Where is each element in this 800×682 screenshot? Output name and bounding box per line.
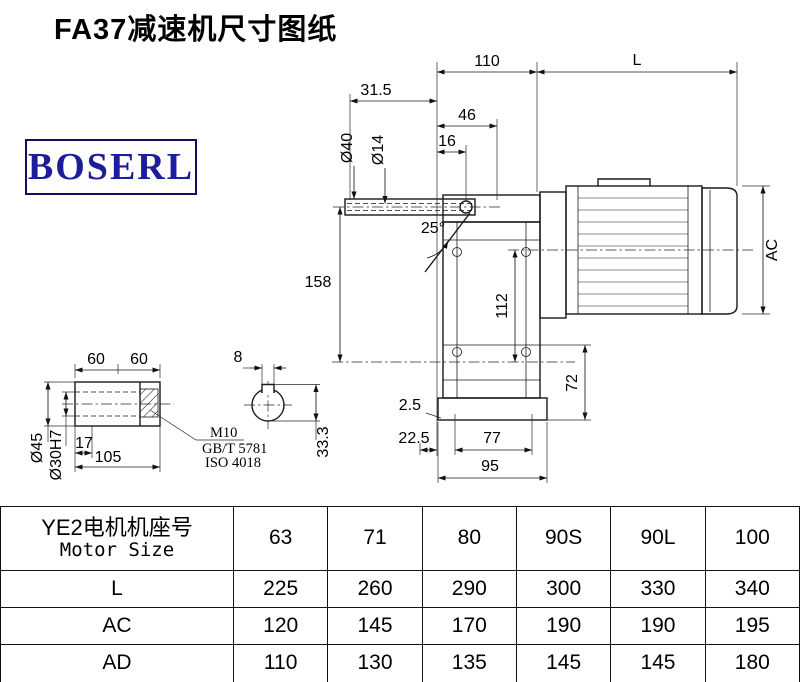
shaft-section-view: 8 33.3 (234, 349, 332, 458)
motor-size-header-cn: YE2电机机座号 (41, 514, 193, 540)
table-cell: 260 (327, 570, 423, 608)
page-title: FA37减速机尺寸图纸 (54, 14, 338, 46)
table-cell: 340 (704, 570, 800, 608)
dim-110-label: 110 (474, 53, 500, 70)
dim-17-label: 17 (75, 435, 93, 452)
dim-33-3-label: 33.3 (315, 426, 332, 457)
table-cell: 330 (610, 570, 706, 608)
table-cell: 145 (515, 644, 612, 682)
table-cell: 120 (232, 607, 329, 645)
boserl-logo: BOSERL (25, 139, 197, 195)
dim-60-left-label: 60 (87, 351, 105, 368)
table-cell: 195 (704, 607, 800, 645)
motor-size-90L: 90L (610, 506, 706, 571)
motor-size-63: 63 (232, 506, 329, 571)
row-label-AC: AC (0, 607, 234, 645)
centerlines (332, 206, 756, 363)
dim-dia30H7-label: Ø30H7 (48, 430, 65, 481)
table-cell: 300 (515, 570, 612, 608)
gearbox-housing (424, 194, 548, 421)
dim-L-label: L (633, 52, 642, 69)
dim-112-label: 112 (494, 293, 511, 319)
main-view-dimensions: 110 L 31.5 46 16 Ø40 Ø14 25° 158 1 (305, 52, 781, 483)
dim-AC-label: AC (764, 239, 781, 261)
table-cell: 225 (232, 570, 329, 608)
table-cell: 180 (704, 644, 800, 682)
motor-size-90S: 90S (515, 506, 612, 571)
dim-22-5-label: 22.5 (398, 430, 429, 447)
dim-16-label: 16 (438, 133, 456, 150)
row-label-L: L (0, 570, 234, 608)
table-row-L: L 225 260 290 300 330 340 (0, 570, 800, 608)
dim-60-right-label: 60 (130, 351, 148, 368)
table-cell: 135 (421, 644, 517, 682)
dim-dia14-label: Ø14 (370, 135, 387, 165)
motor-size-80: 80 (421, 506, 517, 571)
table-row-AC: AC 120 145 170 190 190 195 (0, 607, 800, 645)
dim-72-label: 72 (564, 374, 581, 392)
motor-size-71: 71 (327, 506, 423, 571)
table-cell: 145 (610, 644, 706, 682)
note-M10-label: M10 (210, 425, 237, 441)
dim-95-label: 95 (481, 458, 499, 475)
dim-25deg-label: 25° (421, 220, 445, 237)
table-cell: 190 (610, 607, 706, 645)
row-label-AD: AD (0, 644, 234, 682)
dim-158-label: 158 (305, 274, 332, 291)
table-cell: 110 (232, 644, 329, 682)
table-cell: 190 (515, 607, 612, 645)
motor-size-header-cell: YE2电机机座号 Motor Size (0, 506, 234, 571)
table-header-row: YE2电机机座号 Motor Size 63 71 80 90S 90L 100 (0, 506, 800, 571)
table-row-AD: AD 110 130 135 145 145 180 (0, 644, 800, 682)
hollow-shaft-detail: 60 60 Ø45 Ø30H7 17 105 M10 (29, 351, 267, 480)
motor-size-100: 100 (704, 506, 800, 571)
dim-dia40-label: Ø40 (339, 133, 356, 163)
table-cell: 170 (421, 607, 517, 645)
table-cell: 130 (327, 644, 423, 682)
motor-size-table: YE2电机机座号 Motor Size 63 71 80 90S 90L 100… (0, 506, 800, 682)
dimension-drawing: 110 L 31.5 46 16 Ø40 Ø14 25° 158 1 (29, 52, 781, 483)
dim-77-label: 77 (483, 430, 501, 447)
dim-8-label: 8 (234, 349, 243, 366)
motor-size-header-en: Motor Size (59, 539, 175, 562)
note-gb5781-label: GB/T 5781 (202, 441, 267, 457)
motor (539, 178, 738, 319)
dim-105-label: 105 (95, 449, 122, 466)
table-cell: 290 (421, 570, 517, 608)
dim-2-5-label: 2.5 (399, 397, 421, 414)
table-cell: 145 (327, 607, 423, 645)
dim-46-label: 46 (458, 107, 476, 124)
dim-31-5-label: 31.5 (360, 82, 391, 99)
dim-dia45-label: Ø45 (29, 433, 46, 463)
boserl-logo-text: BOSERL (27, 146, 195, 188)
note-iso4018-label: ISO 4018 (205, 455, 261, 471)
